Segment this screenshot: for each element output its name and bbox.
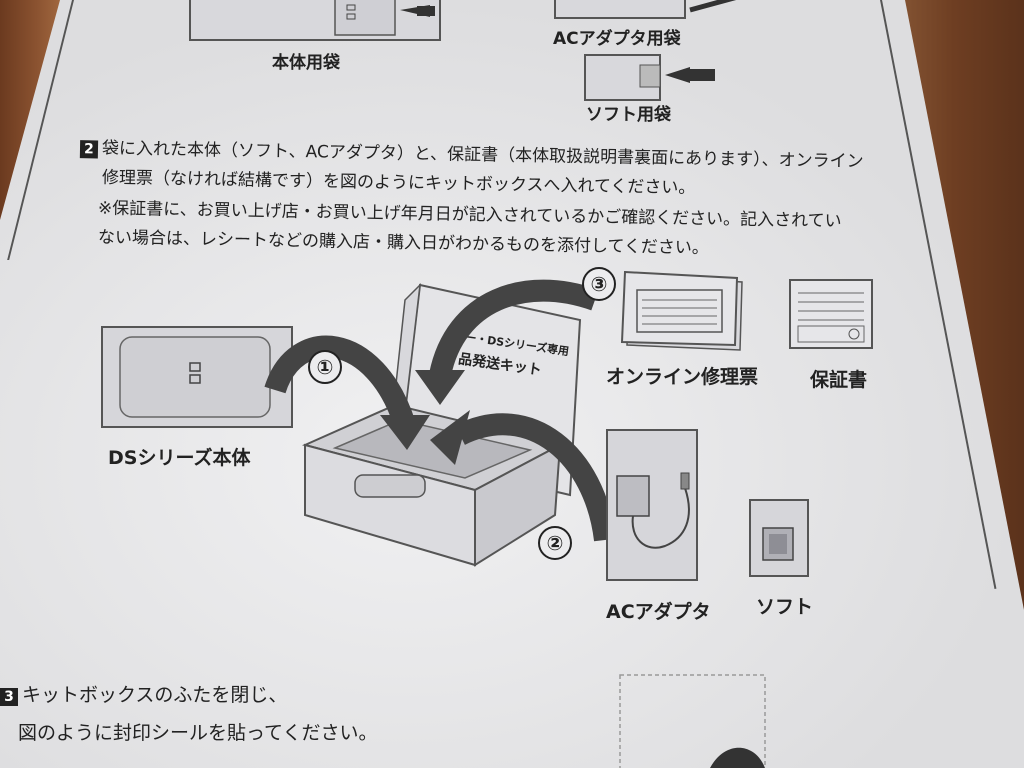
ac-adapter-label: ACアダプタ [606,601,711,623]
step3-line2: 図のように封印シールを貼ってください。 [18,722,378,744]
soft-label: ソフト [756,596,814,618]
step3-number: 3 [0,688,18,706]
soft-illustration [749,499,809,577]
honta-bag-label: 本体用袋 [272,53,340,73]
ac-adapter-illustration [606,429,698,581]
ac-bag-label: ACアダプタ用袋 [553,29,681,49]
soft-bag-label: ソフト用袋 [586,105,671,125]
arrow-2-icon [430,410,616,542]
arrow-1-icon [264,335,430,450]
ac-bag-illustration [554,0,737,19]
ds-body-illustration [101,326,293,428]
step-marker-2: ② [538,526,572,560]
arrow-3-icon [415,279,599,405]
warranty-illustration [789,279,873,349]
soft-bag-illustration [584,54,715,101]
seal-sticker-illustration [619,674,766,768]
honta-bag-illustration [189,0,441,41]
online-repair-form-illustration [620,270,743,351]
step2-number: 2 [79,140,99,159]
online-repair-form-label: オンライン修理票 [606,366,759,388]
step-marker-3: ③ [582,267,616,301]
ds-body-label: DSシリーズ本体 [108,447,251,469]
warranty-label: 保証書 [810,369,868,391]
step-marker-1: ① [308,350,342,384]
